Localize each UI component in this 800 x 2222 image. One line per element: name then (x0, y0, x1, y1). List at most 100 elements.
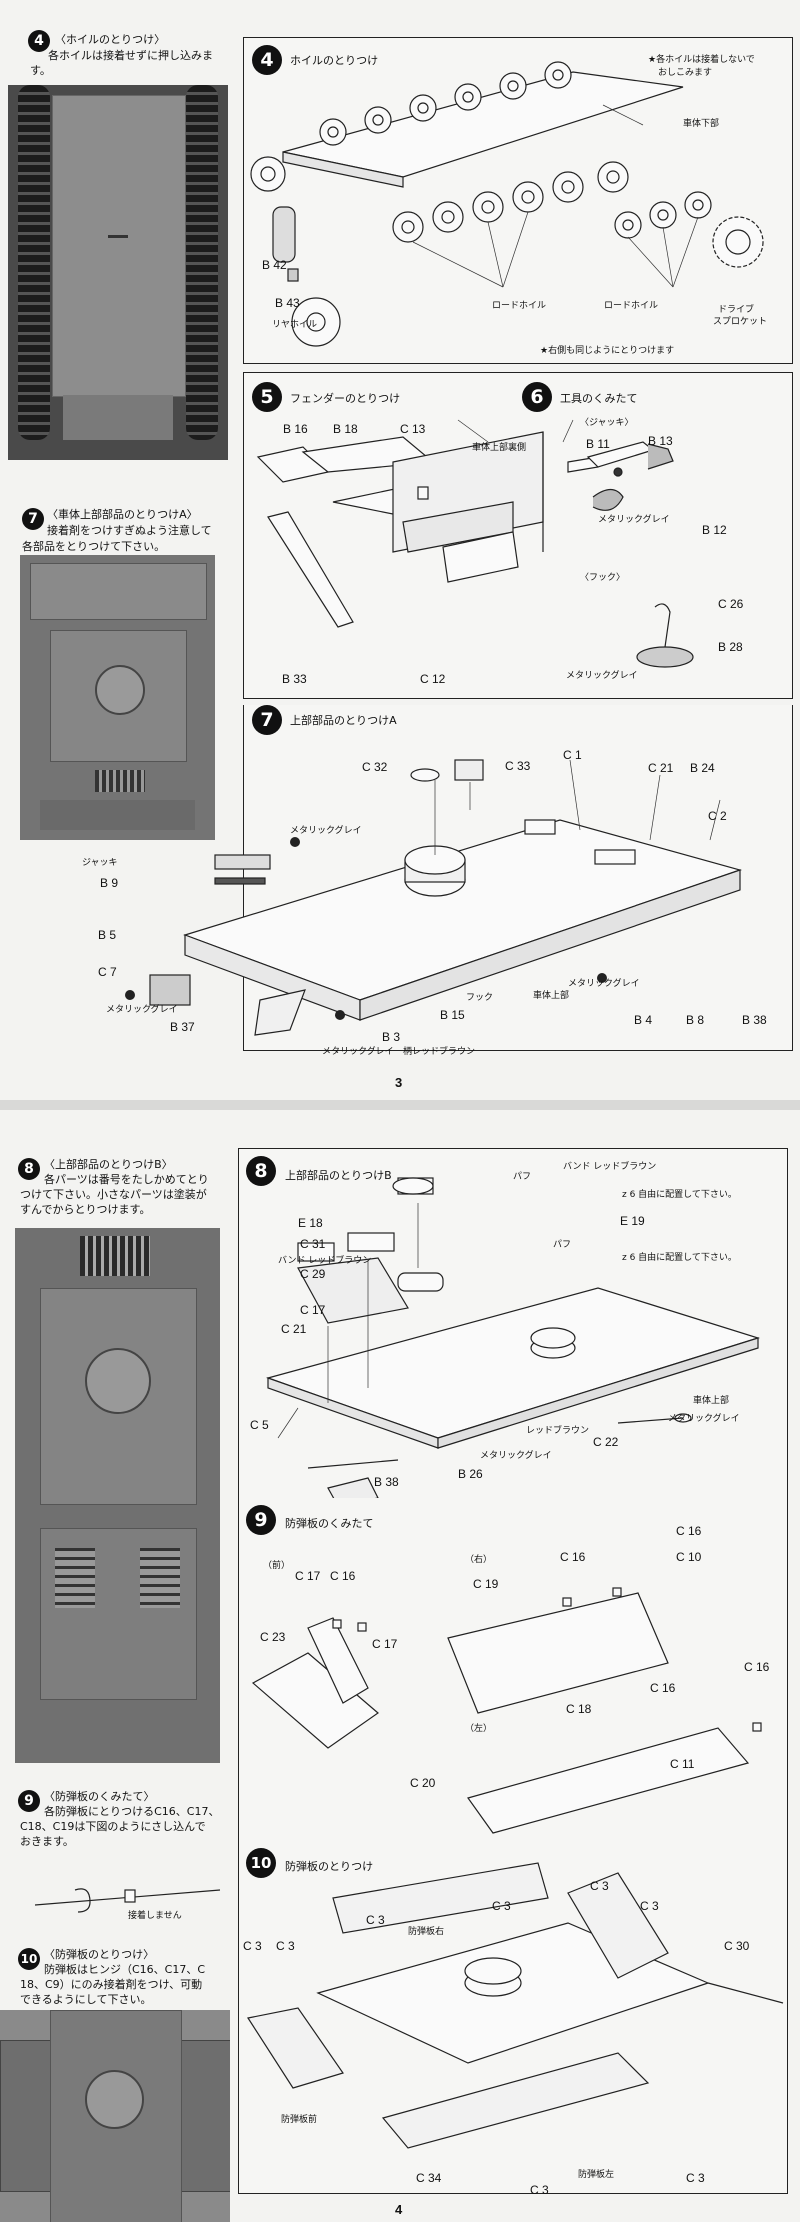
left-step9-line2: C18、C19は下図のようにさし込んで (20, 1820, 206, 1833)
section-4-number: 4 (252, 45, 282, 75)
label-b33: B 33 (282, 672, 307, 686)
label-c3-g: C 3 (530, 2183, 549, 2197)
left-step7-body: 接着剤をつけすぎぬよう注意して (47, 524, 212, 537)
label-c26: C 26 (718, 597, 744, 611)
label-c34: C 34 (416, 2171, 442, 2185)
page-4: 8 〈上部部品のとりつけB〉 各パーツは番号をたしかめてとり つけて下さい。小さ… (0, 1110, 800, 2222)
left-step4-title: 〈ホイルのとりつけ〉 (55, 33, 166, 46)
label-c3-c: C 3 (590, 1879, 609, 1893)
section-6-number: 6 (522, 382, 552, 412)
left-step9-title: 〈防弾板のくみたて〉 (44, 1790, 155, 1803)
left-step4-body: 各ホイルは接着せずに押し込みま (48, 49, 213, 62)
label-c16-9d: C 16 (744, 1660, 770, 1674)
label-c31: C 31 (300, 1237, 326, 1251)
label-b13: B 13 (648, 434, 673, 448)
label-c23: C 23 (260, 1630, 286, 1644)
label-e18: E 18 (298, 1216, 323, 1230)
left-step8-number: 8 (18, 1158, 40, 1180)
photo-lower-hull-tracks (8, 85, 228, 460)
photo-upper-hull-b (15, 1228, 220, 1763)
label-c3-e: C 3 (243, 1939, 262, 1953)
label-b9: B 9 (100, 876, 119, 890)
label-metallic-gray-b: メタリックグレイ (106, 1005, 178, 1015)
label-upper-hull-back: 車体上部裏側 (472, 443, 527, 453)
label-c17: C 17 (300, 1303, 326, 1317)
section-8-title: 上部部品のとりつけB (285, 1169, 392, 1182)
left-step9-number: 9 (18, 1790, 40, 1812)
label-puff-2: パフ (553, 1240, 572, 1250)
label-drive: ドライブ (718, 305, 755, 315)
armor-plate-assembly-diagram (251, 1587, 762, 1834)
label-c16-9a: C 16 (330, 1569, 356, 1583)
label-c21: C 21 (648, 761, 674, 775)
label-b24: B 24 (690, 761, 715, 775)
label-puff-1: パフ (513, 1172, 532, 1182)
label-c17-9: C 17 (295, 1569, 321, 1583)
label-jack: ジャッキ (82, 858, 118, 868)
photo-armor-plates (0, 2010, 230, 2222)
section-5-6-frame (243, 372, 793, 699)
section-7-number: 7 (252, 705, 282, 735)
label-b11: B 11 (586, 437, 610, 451)
label-c2: C 2 (708, 809, 727, 823)
armor-plate-install-diagram (247, 1862, 784, 2149)
label-c16-9c: C 16 (676, 1524, 702, 1538)
left-step10-line3: できるようにして下さい。 (20, 1993, 152, 2006)
left-step9-line1: 各防弾板にとりつけるC16、C17、 (44, 1805, 220, 1818)
label-z6-free-2: z 6 自由に配置して下さい。 (622, 1253, 737, 1263)
label-c19: C 19 (473, 1577, 499, 1591)
label-c11: C 11 (670, 1757, 695, 1771)
label-metallic-gray-d: メタリックグレイ (322, 1047, 394, 1057)
label-jack-group: 〈ジャッキ〉 (580, 418, 634, 428)
label-c3-a: C 3 (366, 1913, 385, 1927)
label-metallic-gray-c: メタリックグレイ (568, 979, 640, 989)
note-same-right: ★右側も同じようにとりつけます (540, 346, 675, 356)
label-metallic-gray-a: メタリックグレイ (290, 826, 362, 836)
left-step8-title: 〈上部部品のとりつけB〉 (44, 1158, 173, 1171)
label-c21: C 21 (281, 1322, 307, 1336)
label-b3: B 3 (382, 1030, 401, 1044)
left-step8-line2: つけて下さい。小さなパーツは塗装が (20, 1188, 207, 1201)
label-b15: B 15 (440, 1008, 465, 1022)
label-red-brown-8: レッドブラウン (526, 1426, 590, 1436)
label-upper-hull: 車体上部 (533, 991, 570, 1001)
section-10-number: 10 (246, 1848, 276, 1878)
upper-parts-a-diagram (125, 759, 743, 1036)
section-10-title: 防弾板のとりつけ (285, 1860, 374, 1873)
label-c12: C 12 (420, 672, 446, 686)
label-c16-9b: C 16 (560, 1550, 586, 1564)
left-step8-line1: 各パーツは番号をたしかめてとり (44, 1173, 209, 1186)
label-c22: C 22 (593, 1435, 619, 1449)
left-step7-body2: 各部品をとりつけて下さい。 (22, 540, 166, 553)
label-c17-9b: C 17 (372, 1637, 398, 1651)
fender-tools-diagram (256, 419, 674, 628)
label-e19: E 19 (620, 1214, 645, 1228)
label-plate-right: 防弾板右 (408, 1927, 445, 1937)
page-number-3: 3 (395, 1075, 403, 1090)
left-step9-line3: おきます。 (20, 1835, 74, 1848)
page-number-4: 4 (395, 2202, 403, 2217)
label-b4: B 4 (634, 1013, 653, 1027)
left-step7-title: 〈車体上部部品のとりつけA〉 (47, 508, 198, 521)
label-metallic-gray-8b: メタリックグレイ (668, 1414, 740, 1424)
label-c1: C 1 (563, 748, 582, 762)
label-metallic-gray-jack: メタリックグレイ (598, 515, 670, 525)
left-step8-line3: すんでからとりつけます。 (20, 1203, 151, 1216)
left-step10-number: 10 (18, 1948, 40, 1970)
left-step7-number: 7 (22, 508, 44, 530)
label-c18: C 18 (566, 1702, 592, 1716)
label-road-wheel-1: ロードホイル (492, 301, 547, 311)
label-c13: C 13 (400, 422, 426, 436)
label-c10: C 10 (676, 1550, 702, 1564)
label-hook-group: 〈フック〉 (580, 573, 626, 583)
label-rear-wheel: リヤホイル (272, 320, 318, 330)
note-no-glue: ★各ホイルは接着しないで (648, 55, 755, 65)
label-right: （右） (465, 1555, 493, 1565)
left-step4-number: 4 (28, 30, 50, 52)
label-band-red-brown-1: バンド レッドブラウン (563, 1162, 657, 1172)
label-z6-free-1: z 6 自由に配置して下さい。 (622, 1190, 737, 1200)
section-5-number: 5 (252, 382, 282, 412)
section-9-title: 防弾板のくみたて (285, 1517, 374, 1530)
label-b12: B 12 (702, 523, 727, 537)
label-sprocket: スプロケット (713, 317, 768, 327)
